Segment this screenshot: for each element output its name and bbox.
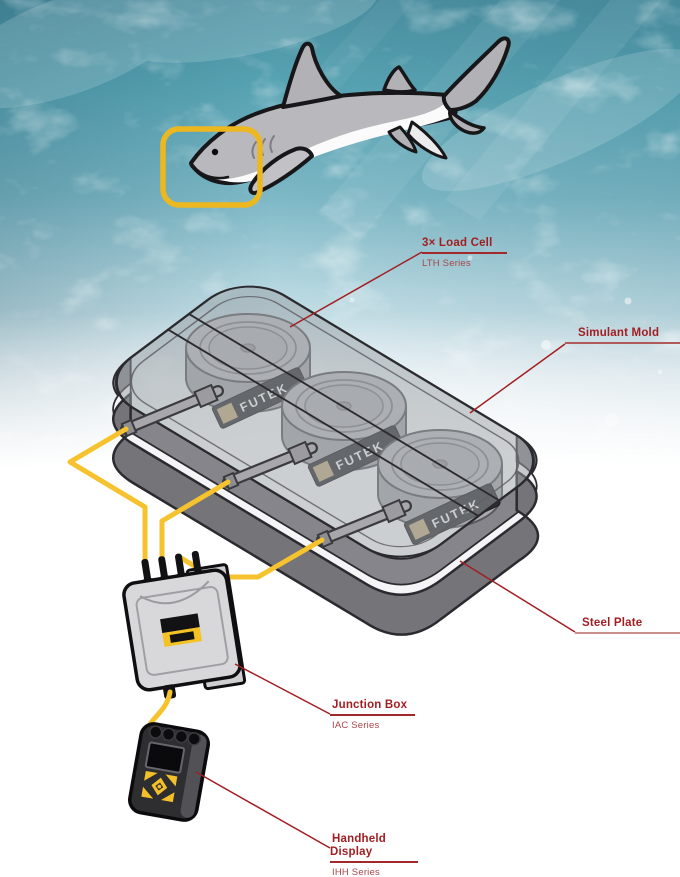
junction-box-label [160, 613, 202, 647]
shark-pelvic-fin [387, 125, 418, 154]
shark-mouth [195, 168, 230, 180]
callout-line-junction-box [234, 663, 331, 715]
shark-far-fin [406, 120, 448, 160]
callout-handheld-display-title: Handheld Display [330, 833, 418, 863]
callout-junction-box-title: Junction Box [330, 699, 415, 716]
mold-base-block [112, 391, 540, 636]
handheld-screen [144, 741, 186, 774]
callout-line-steel-plate [459, 560, 576, 633]
junction-box-graphic [122, 550, 247, 700]
callout-steel-plate-title: Steel Plate [575, 617, 680, 634]
callout-lines [195, 251, 576, 849]
handheld-keypad [141, 770, 178, 803]
shark-illustration [189, 36, 511, 195]
callout-load-cell-series: LTH Series [422, 258, 471, 269]
shark-pectoral-fin [248, 146, 314, 195]
shark-eye [211, 148, 219, 156]
callout-line-load-cell [289, 251, 423, 328]
callout-line-handheld [195, 771, 331, 849]
cable-1 [67, 426, 148, 564]
callout-line-simulant-mold [469, 343, 566, 414]
handheld-display-graphic [128, 722, 210, 822]
mold-assembly [112, 285, 540, 636]
mouth-highlight-box [160, 126, 263, 208]
handheld-connectors [148, 725, 201, 746]
shark-belly [205, 101, 451, 183]
callout-handheld-display: Handheld Display IHH Series [330, 833, 418, 877]
callout-junction-box-series: IAC Series [332, 720, 380, 731]
callout-steel-plate: Steel Plate [575, 617, 680, 634]
callout-simulant-mold-title: Simulant Mold [565, 327, 680, 344]
callout-handheld-display-series: IHH Series [332, 867, 380, 877]
shark-tail-lower [448, 109, 486, 135]
cable-2 [159, 479, 231, 561]
shark-dorsal-fin [281, 41, 343, 109]
callout-junction-box: Junction Box IAC Series [330, 699, 415, 731]
shark-second-dorsal-fin [382, 65, 417, 94]
callout-simulant-mold: Simulant Mold [565, 327, 680, 344]
callout-load-cell: 3× Load Cell LTH Series [422, 237, 507, 269]
callout-load-cell-title: 3× Load Cell [422, 237, 507, 254]
